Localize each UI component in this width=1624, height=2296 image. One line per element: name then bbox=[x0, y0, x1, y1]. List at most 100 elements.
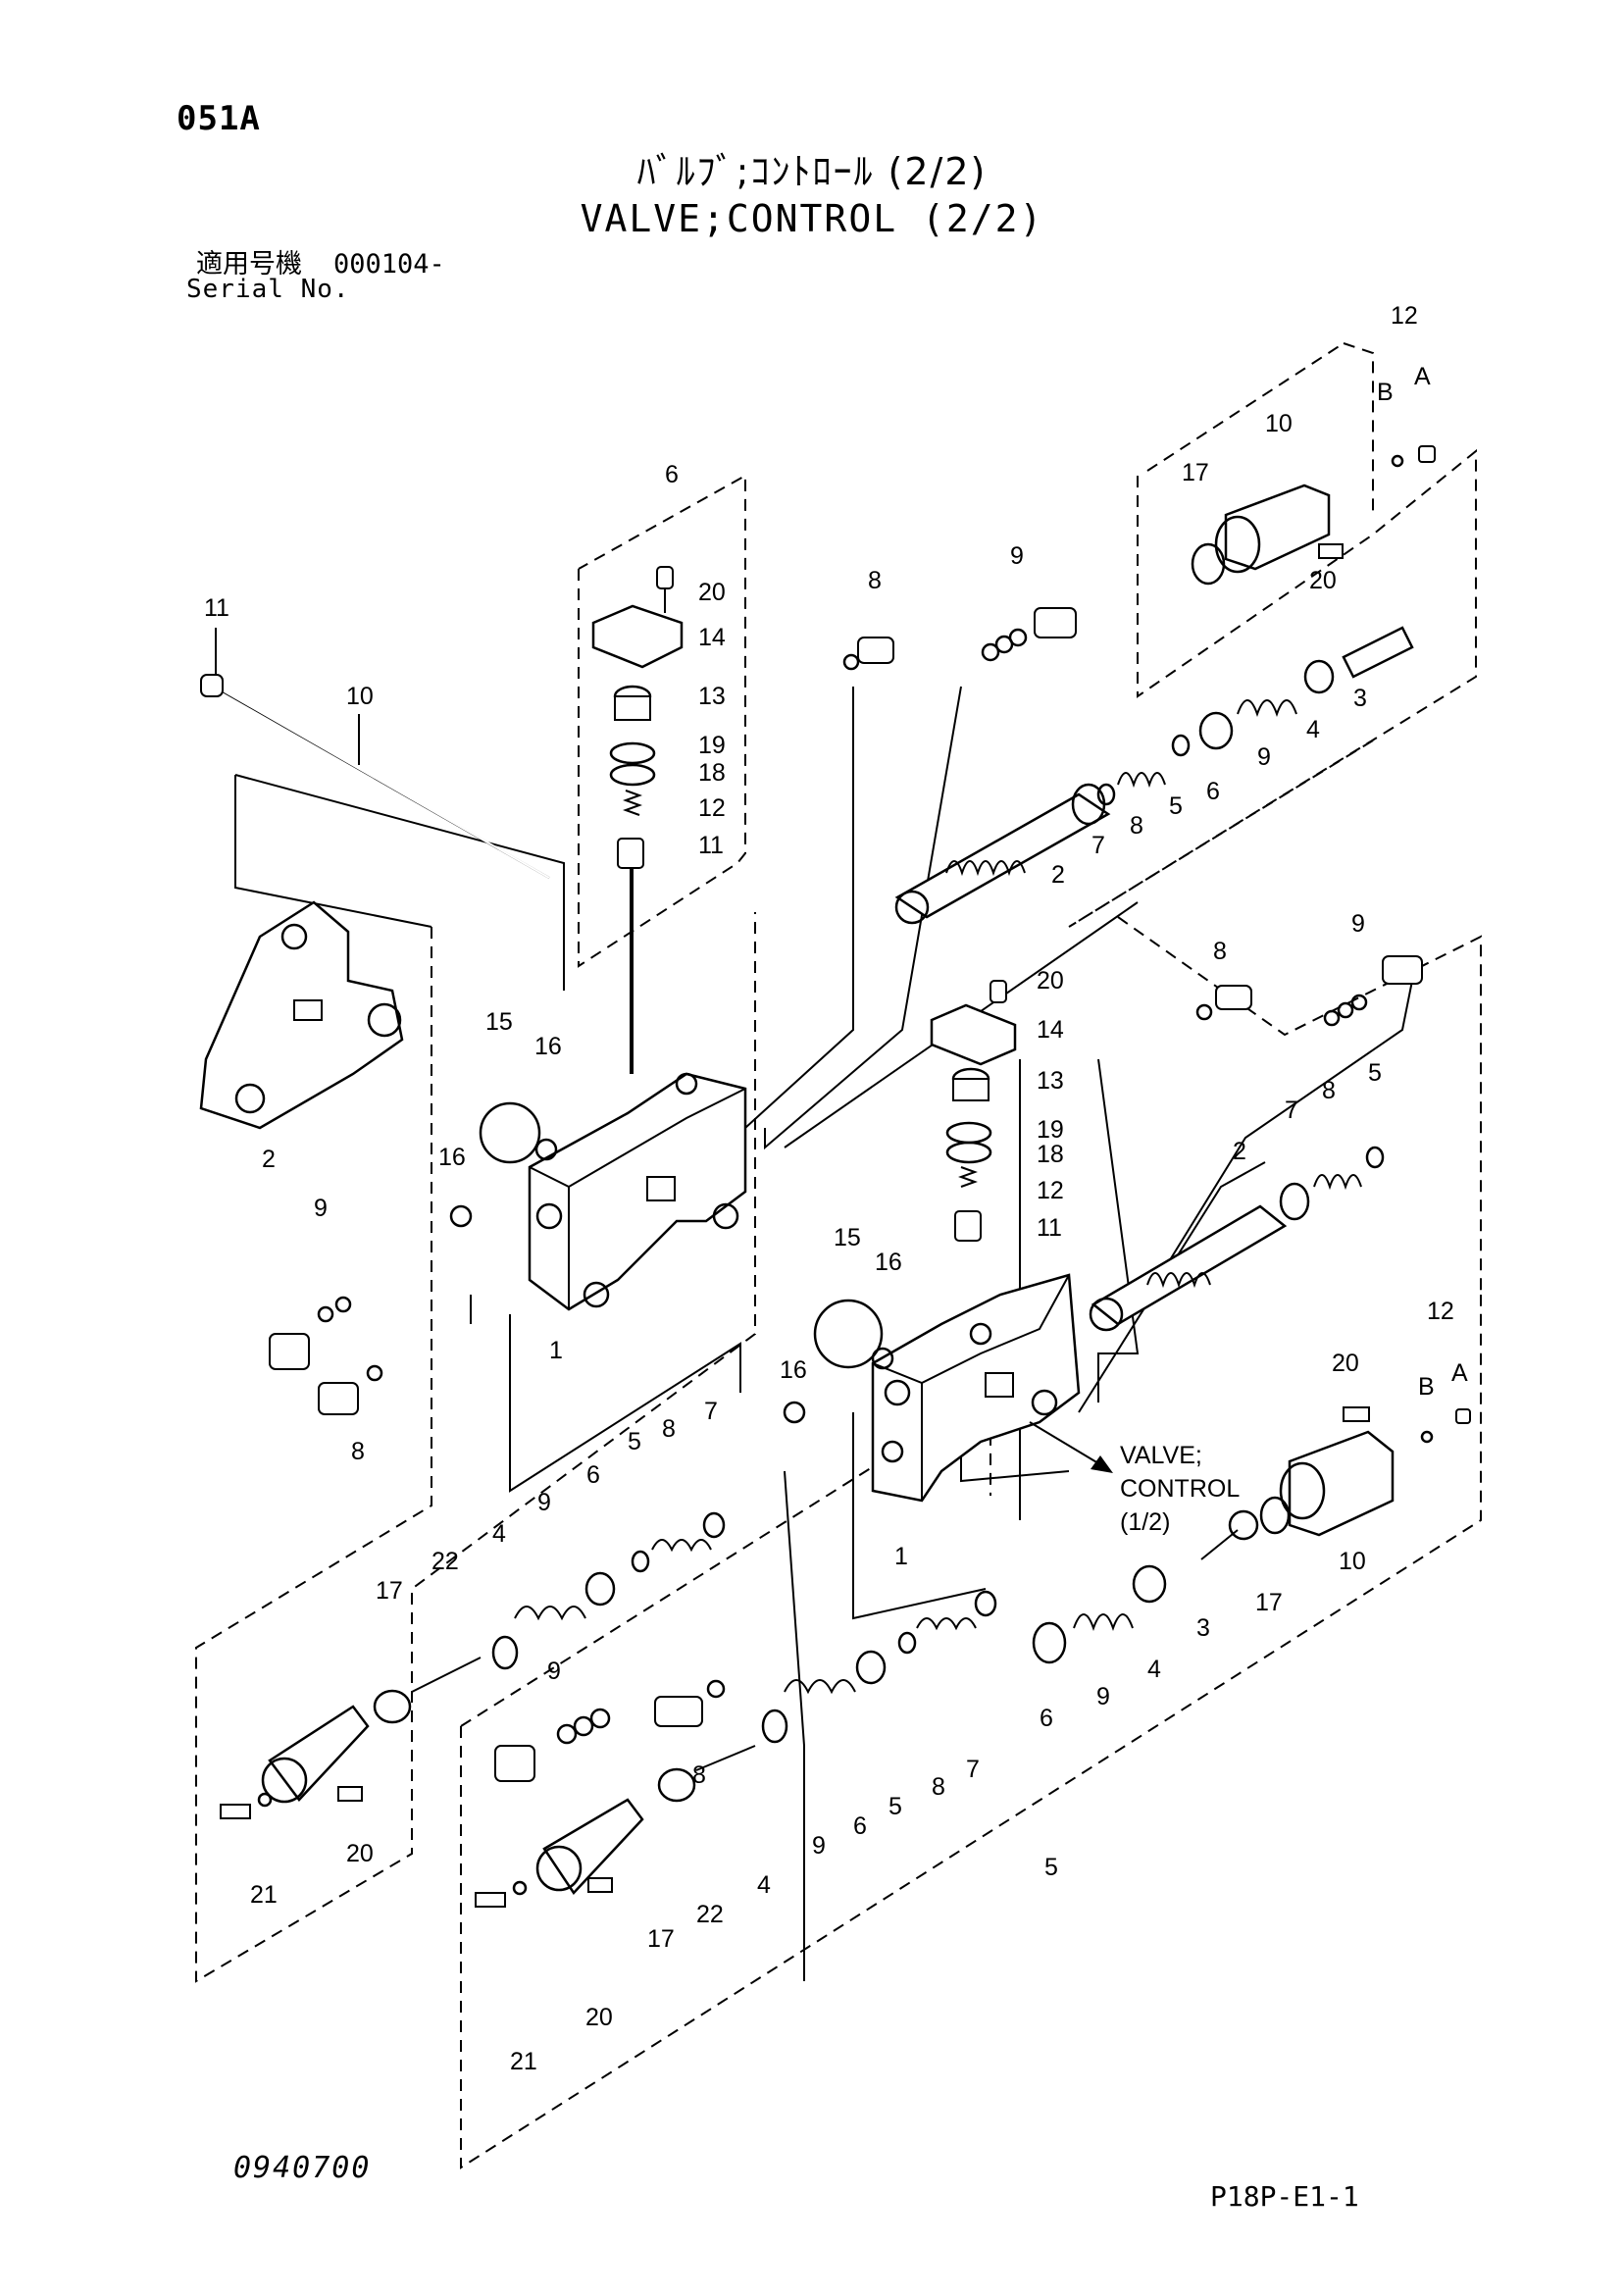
label-17-topright: 17 bbox=[1182, 459, 1209, 486]
label-21-left: 21 bbox=[250, 1881, 278, 1909]
lower-right-spring-cap bbox=[1032, 1406, 1471, 1664]
label-12-lowright: 12 bbox=[1427, 1298, 1454, 1325]
label-8-low: 8 bbox=[932, 1773, 945, 1801]
label-7-low: 7 bbox=[966, 1756, 980, 1783]
valve-body-1-lower bbox=[783, 1273, 1081, 1503]
label-5-low: 5 bbox=[888, 1793, 902, 1820]
label-16-left-b: 16 bbox=[438, 1144, 466, 1171]
drawing-code: 0940700 bbox=[233, 2151, 372, 2185]
plug-and-orings-left bbox=[269, 1101, 558, 1415]
label-20-b: 20 bbox=[1037, 967, 1064, 995]
spool-lower-right bbox=[1089, 1146, 1385, 1332]
label-6-low: 6 bbox=[1040, 1705, 1053, 1732]
label-10-topright: 10 bbox=[1265, 410, 1293, 437]
title-japanese: ﾊﾞﾙﾌﾞ;ｺﾝﾄﾛｰﾙ (2/2) bbox=[636, 150, 988, 193]
label-9-low: 9 bbox=[1096, 1683, 1110, 1710]
label-9-top: 9 bbox=[1010, 542, 1024, 570]
label-11-a: 11 bbox=[698, 832, 724, 859]
page-reference: P18P-E1-1 bbox=[1210, 2180, 1359, 2213]
label-8-left-b: 8 bbox=[662, 1415, 676, 1443]
label-20-low: 20 bbox=[585, 2004, 613, 2031]
label-16-right-a: 16 bbox=[875, 1249, 902, 1276]
label-5-upper: 5 bbox=[1169, 792, 1183, 820]
serial-label-japanese: 適用号機 bbox=[196, 249, 302, 280]
label-A-low: A bbox=[1451, 1359, 1468, 1387]
label-18-b: 18 bbox=[1037, 1141, 1064, 1168]
label-7-right: 7 bbox=[1285, 1097, 1298, 1124]
label-11-left: 11 bbox=[204, 594, 229, 622]
group-box-lower-center bbox=[460, 916, 1482, 2169]
label-8-right-b: 8 bbox=[1322, 1077, 1336, 1104]
label-B-low: B bbox=[1418, 1373, 1435, 1401]
connection-lines bbox=[234, 686, 1413, 1981]
section-lower-top-parts bbox=[930, 955, 1423, 1242]
label-17-left: 17 bbox=[376, 1577, 403, 1605]
label-8-mid: 8 bbox=[692, 1761, 706, 1789]
label-2-upper: 2 bbox=[1051, 861, 1065, 889]
tie-rod-10 bbox=[200, 674, 550, 879]
label-6-top: 6 bbox=[665, 461, 679, 488]
label-19-b: 19 bbox=[1037, 1116, 1064, 1144]
callout-valve-control-1-2: VALVE; CONTROL (1/2) bbox=[1120, 1442, 1240, 1536]
label-16-right-b: 16 bbox=[780, 1356, 807, 1384]
label-10-lowright: 10 bbox=[1339, 1548, 1366, 1575]
label-13-b: 13 bbox=[1037, 1067, 1064, 1095]
callout-arrow bbox=[1029, 1421, 1113, 1473]
label-6-low-b: 6 bbox=[853, 1812, 867, 1840]
label-14-b: 14 bbox=[1037, 1016, 1064, 1044]
label-20-left: 20 bbox=[346, 1840, 374, 1867]
callout-line-3: (1/2) bbox=[1120, 1508, 1170, 1536]
label-5-right: 5 bbox=[1368, 1059, 1382, 1087]
label-19-a: 19 bbox=[698, 732, 726, 759]
label-12-topright: 12 bbox=[1391, 302, 1418, 330]
label-9-low-b: 9 bbox=[812, 1832, 826, 1860]
label-12-b: 12 bbox=[1037, 1177, 1064, 1204]
label-13-a: 13 bbox=[698, 683, 726, 710]
lower-left-spool-parts bbox=[475, 1590, 997, 1908]
group-box-upper-right bbox=[1068, 342, 1477, 928]
label-5-left: 5 bbox=[628, 1428, 641, 1455]
label-1-left: 1 bbox=[549, 1337, 563, 1364]
callout-line-2: CONTROL bbox=[1120, 1475, 1240, 1503]
label-7-upper: 7 bbox=[1091, 832, 1105, 859]
label-20-topright: 20 bbox=[1309, 567, 1337, 594]
label-9-right: 9 bbox=[1351, 910, 1365, 938]
label-8-left: 8 bbox=[351, 1438, 365, 1465]
label-A-top: A bbox=[1414, 363, 1431, 390]
cap-10-upper-right bbox=[1191, 445, 1436, 586]
label-17-lowright: 17 bbox=[1255, 1589, 1283, 1616]
label-4-low: 4 bbox=[1147, 1656, 1161, 1683]
label-3-top: 3 bbox=[1353, 685, 1367, 712]
spool-left-lower bbox=[220, 1511, 726, 1819]
label-1-right: 1 bbox=[894, 1543, 908, 1570]
label-14-a: 14 bbox=[698, 624, 726, 651]
label-18-a: 18 bbox=[698, 759, 726, 787]
label-7-left: 7 bbox=[704, 1398, 718, 1425]
label-8-upper: 8 bbox=[1130, 812, 1143, 840]
title-english: VALVE;CONTROL (2/2) bbox=[580, 197, 1044, 240]
valve-body-1-left bbox=[528, 1072, 747, 1311]
label-4-low-b: 4 bbox=[757, 1871, 771, 1899]
label-2-left: 2 bbox=[262, 1146, 276, 1173]
serial-value: 000104- bbox=[333, 249, 445, 280]
label-9-mid: 9 bbox=[547, 1658, 561, 1685]
spool-upper bbox=[842, 607, 1414, 925]
label-4-left: 4 bbox=[492, 1520, 506, 1548]
label-20-a: 20 bbox=[698, 579, 726, 606]
section-6-parts bbox=[591, 566, 684, 1074]
label-15-left: 15 bbox=[485, 1008, 513, 1036]
group-box-6 bbox=[578, 474, 746, 968]
label-9-upper: 9 bbox=[1257, 743, 1271, 771]
bracket-2 bbox=[199, 900, 404, 1130]
label-B-top: B bbox=[1377, 379, 1394, 406]
label-11-b: 11 bbox=[1037, 1214, 1062, 1242]
label-6-left: 6 bbox=[586, 1461, 600, 1489]
label-8-top: 8 bbox=[868, 567, 882, 594]
label-16-left-a: 16 bbox=[534, 1033, 562, 1060]
label-12-a: 12 bbox=[698, 794, 726, 822]
label-9-left-b: 9 bbox=[537, 1489, 551, 1516]
label-21-low: 21 bbox=[510, 2048, 537, 2075]
part-number-labels: 11 10 2 6 20 14 13 19 18 12 11 8 9 12 B … bbox=[204, 302, 1468, 2075]
label-3-low: 3 bbox=[1196, 1614, 1210, 1642]
